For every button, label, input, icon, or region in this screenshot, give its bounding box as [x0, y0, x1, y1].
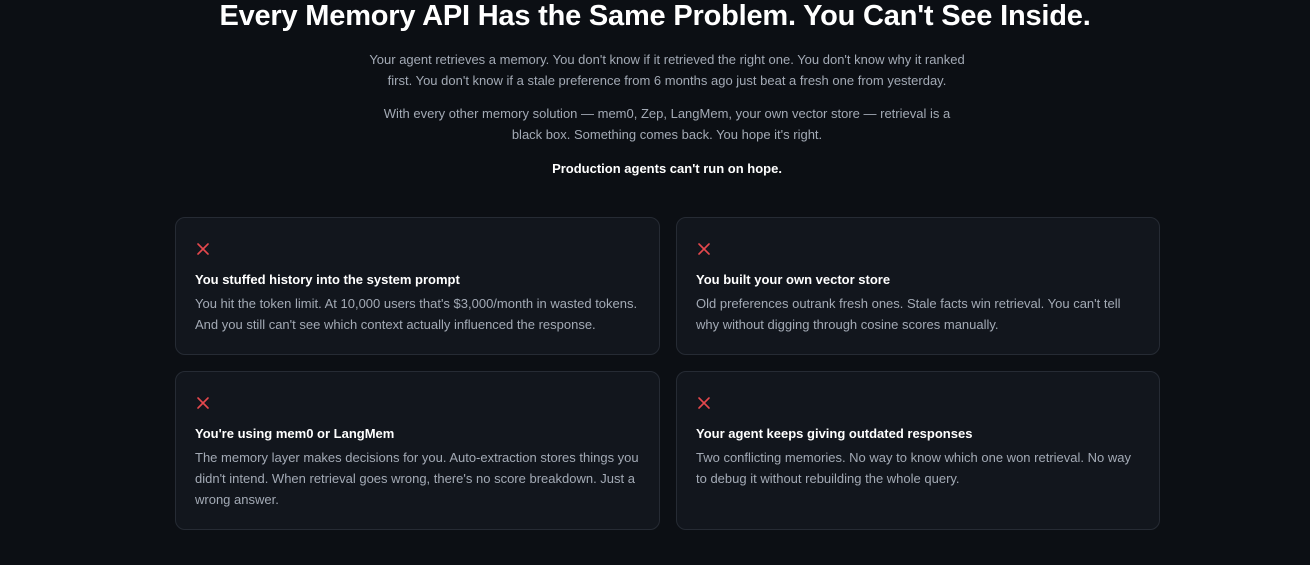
card-title: Your agent keeps giving outdated respons… — [696, 426, 973, 441]
card-title: You built your own vector store — [696, 272, 891, 287]
x-icon — [698, 243, 710, 255]
problem-card-mem0-langmem: You're using mem0 or LangMem The memory … — [175, 371, 660, 530]
card-body: Two conflicting memories. No way to know… — [696, 450, 1131, 486]
card-body: You hit the token limit. At 10,000 users… — [195, 296, 638, 332]
problem-card-outdated-responses: Your agent keeps giving outdated respons… — [676, 371, 1160, 530]
x-icon — [197, 397, 209, 409]
problem-card-system-prompt: You stuffed history into the system prom… — [175, 217, 660, 355]
card-title: You stuffed history into the system prom… — [195, 272, 460, 287]
problem-card-vector-store: You built your own vector store Old pref… — [676, 217, 1160, 355]
card-body: Old preferences outrank fresh ones. Stal… — [696, 296, 1121, 332]
intro-paragraph-1: Your agent retrieves a memory. You don't… — [369, 52, 965, 88]
emphasis-statement: Production agents can't run on hope. — [552, 161, 782, 176]
x-icon — [197, 243, 209, 255]
card-body: The memory layer makes decisions for you… — [195, 450, 639, 507]
section-title: Every Memory API Has the Same Problem. Y… — [219, 0, 1091, 32]
card-title: You're using mem0 or LangMem — [195, 426, 395, 441]
intro-paragraph-2: With every other memory solution — mem0,… — [383, 106, 951, 142]
x-icon — [698, 397, 710, 409]
